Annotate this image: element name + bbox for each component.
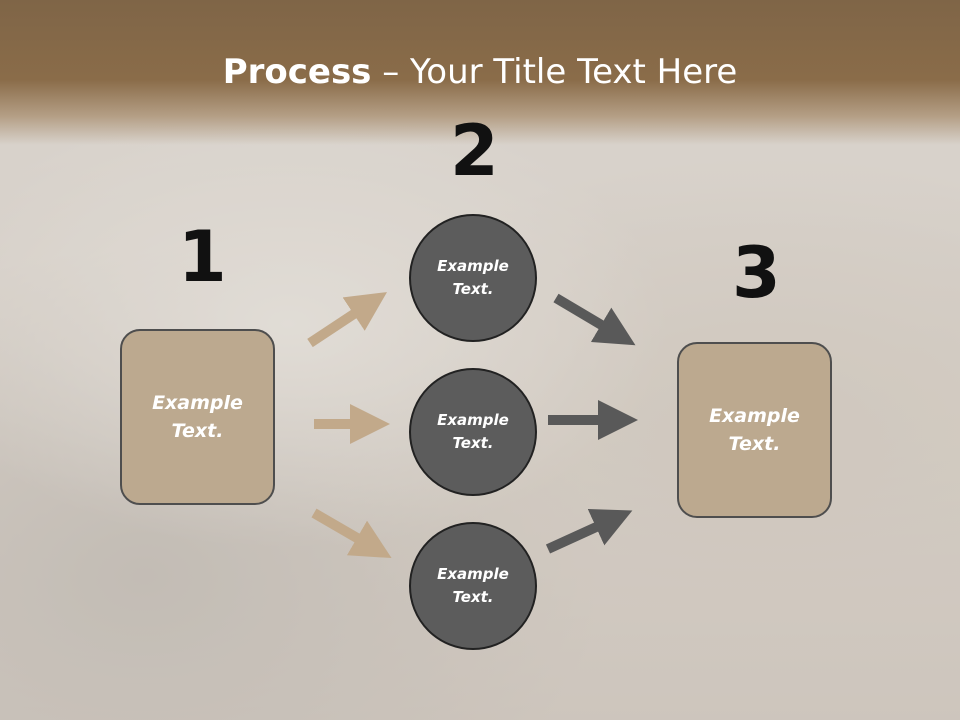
arrow-bottom-to-right [545, 508, 633, 554]
circle-middle: Example Text. [409, 368, 537, 496]
title-bold: Process [222, 52, 372, 92]
slide-title: Process – Your Title Text Here [0, 52, 960, 92]
step-number-2: 2 [450, 110, 499, 192]
left-box-text: Example Text. [152, 391, 243, 443]
circle-middle-text: Example Text. [437, 410, 509, 452]
circle-bottom-text: Example Text. [437, 564, 509, 606]
arrow-box-to-top [307, 292, 388, 348]
title-rest: – Your Title Text Here [371, 52, 738, 92]
circle-top-text: Example Text. [437, 256, 509, 298]
step-number-3: 3 [732, 232, 781, 314]
right-box-text: Example Text. [709, 404, 800, 456]
right-box: Example Text. [677, 342, 832, 518]
arrow-top-to-right [553, 293, 636, 346]
header-bar [0, 0, 960, 145]
circle-bottom: Example Text. [409, 522, 537, 650]
step-number-1: 1 [178, 216, 227, 298]
circle-top: Example Text. [409, 214, 537, 342]
left-box: Example Text. [120, 329, 275, 505]
arrow-box-to-bottom [311, 508, 392, 559]
